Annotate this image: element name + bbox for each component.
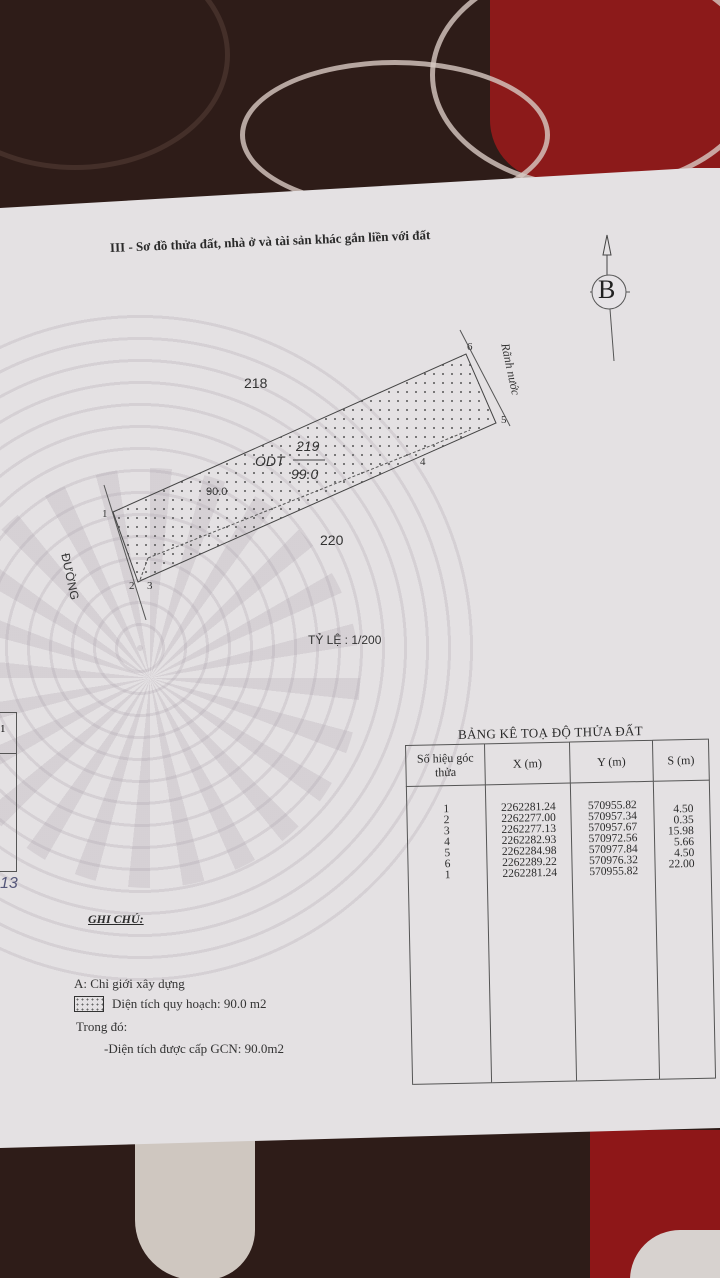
y-column: 570955.82 570957.34 570957.67 570972.56 … [570,781,660,1081]
neighbor-parcel-218: 218 [244,375,268,391]
table-cell: 1 [444,869,451,882]
notes-title: GHI CHÚ: [88,912,144,926]
table-cell: 570955.82 [589,865,639,879]
left-page-table-fragment: 1 [0,712,17,872]
note-planned-area: Diện tích quy hoạch: 90.0 m2 [112,996,267,1011]
corner-point-1: 1 [102,508,108,520]
table-cell: 22.00 [668,857,695,871]
col-header-point: Số hiệu góc thửa [405,743,486,787]
north-arrow-icon [590,234,630,362]
table-cell: 2262281.24 [502,866,558,880]
x-column: 2262281.24 2262277.00 2262277.13 2262282… [485,783,577,1083]
col-header-y: Y (m) [569,740,654,784]
north-marker-label: B [598,275,616,304]
scale-label: TỶ LỆ : 1/200 [308,633,382,647]
point-column: 1 2 3 4 5 6 1 [406,784,492,1085]
parcel-number: 219 [296,438,320,454]
note-construction-line: A: Chỉ giới xây dựng [74,976,185,991]
neighbor-parcel-220: 220 [320,532,344,548]
s-column: 4.50 0.35 15.98 5.66 4.50 22.00 [653,780,716,1080]
carpet-white-patch [135,1140,255,1278]
col-header-x: X (m) [484,742,571,785]
fragment-glyph: 1 [0,723,6,735]
dotted-area-legend-icon [74,996,104,1012]
corner-point-3: 3 [147,580,153,592]
divider [0,753,16,754]
planned-area-label: 90.0 [206,486,228,498]
handwritten-mark: 13 [0,875,18,892]
carpet-pattern-line [0,0,230,170]
corner-point-6: 6 [467,341,473,353]
corner-point-4: 4 [420,456,426,468]
note-certified-area: -Diện tích được cấp GCN: 90.0m2 [104,1041,284,1056]
corner-point-5: 5 [501,414,507,426]
corner-point-2: 2 [129,580,135,592]
parcel-area: 99.0 [291,466,319,482]
coordinate-table: Số hiệu góc thửa X (m) Y (m) S (m) 1 2 3… [405,738,717,1085]
parcel-diagram [103,329,511,620]
land-use-code: ODT [255,453,285,469]
col-header-s: S (m) [652,739,710,782]
note-of-which: Trong đó: [76,1019,128,1034]
